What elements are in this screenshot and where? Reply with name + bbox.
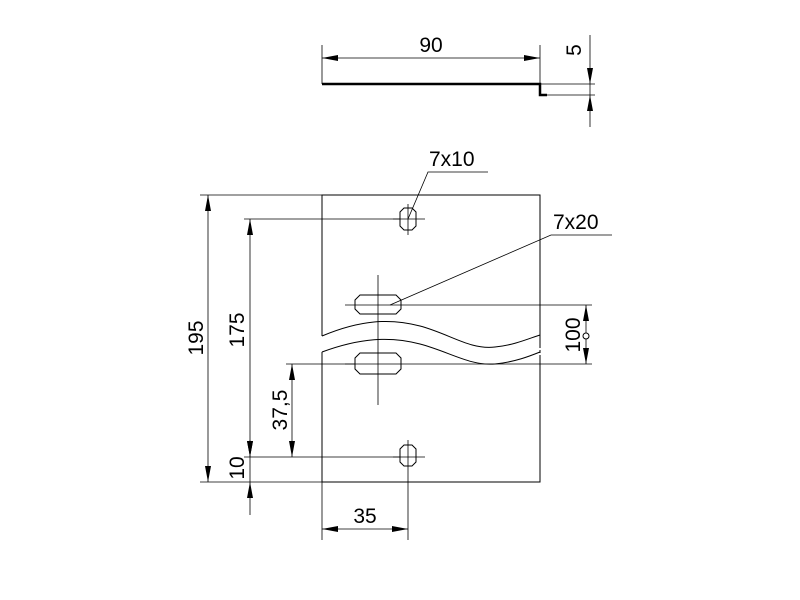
plate-outline-lower [321,352,541,483]
arrow-bottom-5 [587,95,593,111]
arrow-bottom-37-5 [289,441,295,457]
right-dimensions: 100 [562,305,590,364]
arrow-top-37-5 [289,364,295,380]
callout-slot-label: 7x20 [553,211,599,234]
plate-profile [322,82,547,97]
arrow-right-90 [524,55,540,61]
callout-hole-label: 7x10 [429,148,475,171]
slot-upper [354,294,402,315]
arrow-bottom-100 [583,348,589,364]
break-line-lower [321,338,541,365]
dimension-35-label: 35 [353,505,376,528]
bottom-dimensions: 35 [321,482,409,540]
arrow-bottom-195 [205,466,211,482]
arrow-top-175 [247,219,253,235]
callouts: 7x10 7x20 [389,148,612,306]
top-view: 90 5 [321,34,595,127]
slot-lower [354,352,402,375]
arrow-right-35 [392,526,408,532]
dimension-100-break-mark [582,332,590,340]
break-line-upper [321,320,541,348]
dimension-175-label: 175 [226,312,249,347]
dimension-10-label: 10 [226,456,249,479]
arrow-left-35 [322,526,338,532]
dimension-90-label: 90 [419,34,442,57]
front-view [321,194,592,483]
arrow-left-90 [322,55,338,61]
dimension-5-label: 5 [563,44,586,56]
dimension-37-5-label: 37,5 [269,390,292,431]
hole-bottom [399,444,417,467]
arrow-top-10 [247,441,253,457]
arrow-top-100 [583,305,589,321]
callout-slot-leader [389,234,612,306]
left-dimensions: 195 175 37,5 10 [185,194,400,515]
arrow-bottom-10 [247,482,253,498]
hole-top [399,207,417,231]
callout-hole-leader [407,171,488,220]
plate-outline-upper [321,194,541,345]
dimension-195-label: 195 [185,320,208,355]
arrow-top-5 [587,68,593,84]
arrow-top-195 [205,195,211,211]
dimension-100-label: 100 [562,317,585,352]
